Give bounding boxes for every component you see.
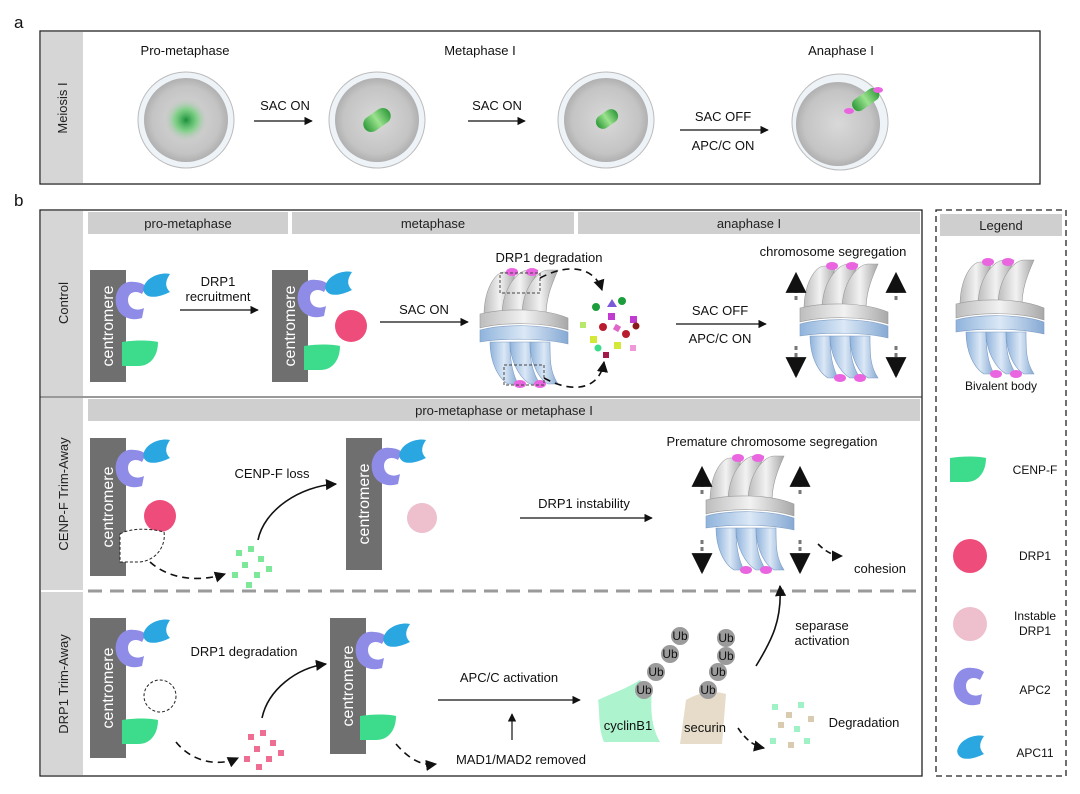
cenpf-fragments (232, 546, 272, 588)
header-pro-metaphase-label: pro-metaphase (144, 216, 231, 231)
bivalent-segregating-control (785, 261, 907, 383)
svg-text:Ub: Ub (700, 683, 716, 697)
stage-metaphase-i: Metaphase I (444, 43, 516, 58)
panel-a-letter: a (14, 13, 24, 32)
legend-title: Legend (979, 218, 1022, 233)
control-sac-off: SAC OFF (692, 303, 748, 318)
drp1-fragments (244, 730, 284, 770)
legend-drp1-icon (953, 539, 987, 573)
legend-instable-line1: Instable (1014, 609, 1056, 623)
drp1-instability-label: DRP1 instability (538, 496, 630, 511)
legend-cenpf-label: CENP-F (1013, 463, 1058, 477)
control-drp1-degradation: DRP1 degradation (496, 250, 603, 265)
centromere-label: centromere (282, 285, 299, 366)
arrow-sac-off: SAC OFF (695, 109, 751, 124)
svg-text:Ub: Ub (710, 665, 726, 679)
degradation-label: Degradation (829, 715, 900, 730)
svg-text:Ub: Ub (648, 665, 664, 679)
legend-header (940, 214, 1062, 236)
row-drp1-label: DRP1 Trim-Away (56, 634, 71, 734)
header-anaphase-i (578, 212, 920, 234)
legend-instable-line2: DRP1 (1019, 624, 1051, 638)
arrow-apcc-on: APC/C ON (692, 138, 755, 153)
centromere-label: centromere (100, 647, 117, 728)
apcc-activation-label: APC/C activation (460, 670, 558, 685)
ub-chain-cyclin: Ub Ub Ub Ub (635, 627, 689, 699)
control-apcc-on: APC/C ON (689, 331, 752, 346)
cohesion-label: cohesion (854, 561, 906, 576)
drp1ta-degradation-label: DRP1 degradation (191, 644, 298, 659)
header-metaphase-label: metaphase (401, 216, 465, 231)
arrow-sac-on-1: SAC ON (260, 98, 310, 113)
drp1-recruitment-line1: DRP1 (201, 274, 236, 289)
degradation-fragments-2 (770, 702, 814, 748)
oocyte-pro-metaphase (137, 71, 235, 169)
header-pro-metaphase (88, 212, 288, 234)
securin-shape (680, 692, 726, 744)
header-metaphase (292, 212, 574, 234)
premature-segregation-label: Premature chromosome segregation (667, 434, 878, 449)
control-sac-on: SAC ON (399, 302, 449, 317)
legend-drp1-label: DRP1 (1019, 549, 1051, 563)
stage-pro-metaphase: Pro-metaphase (141, 43, 230, 58)
row-cenpf-bar (41, 398, 83, 590)
header-anaphase-label: anaphase I (717, 216, 781, 231)
panel-a-side-bar (41, 32, 83, 183)
centromere-label: centromere (340, 645, 357, 726)
oocyte-anaphase-i (791, 73, 889, 171)
row-control-bar (41, 211, 83, 396)
oocyte-metaphase-2 (557, 71, 655, 169)
legend-bivalent-label: Bivalent body (965, 379, 1037, 393)
cenpf-banner (88, 399, 920, 421)
legend-apc2-label: APC2 (1019, 683, 1051, 697)
centromere-label: centromere (356, 463, 373, 544)
centromere-label: centromere (100, 466, 117, 547)
legend-instable-drp1-icon (953, 607, 987, 641)
panel-b-frame (39, 209, 923, 777)
cyclinb1-label: cyclinB1 (604, 718, 652, 733)
svg-text:Ub: Ub (718, 631, 734, 645)
cenpf-banner-label: pro-metaphase or metaphase I (415, 403, 593, 418)
oocyte-metaphase-1 (328, 71, 426, 169)
separase-line1: separase (795, 618, 848, 633)
svg-text:Ub: Ub (672, 629, 688, 643)
drp1-circle (335, 310, 367, 342)
mad-removed-label: MAD1/MAD2 removed (456, 752, 586, 767)
securin-label: securin (684, 720, 726, 735)
svg-text:Ub: Ub (636, 683, 652, 697)
drp1-recruitment-line2: recruitment (185, 289, 250, 304)
panel-b-letter: b (14, 191, 23, 210)
row-control-label: Control (56, 282, 71, 324)
centromere-label: centromere (100, 285, 117, 366)
bivalent-premature (691, 453, 811, 575)
control-chromosome-segregation: chromosome segregation (760, 244, 907, 259)
cenpf-loss-label: CENP-F loss (234, 466, 310, 481)
arrow-sac-on-2: SAC ON (472, 98, 522, 113)
degradation-fragments (580, 297, 640, 358)
row-drp1-bar (41, 592, 83, 775)
svg-text:Ub: Ub (718, 649, 734, 663)
instable-drp1-circle (407, 503, 437, 533)
panel-a-side-label: Meiosis I (55, 82, 70, 133)
ub-chain-securin: Ub Ub Ub Ub (699, 629, 735, 699)
svg-text:Ub: Ub (662, 647, 678, 661)
stage-anaphase-i: Anaphase I (808, 43, 874, 58)
legend-apc11-label: APC11 (1016, 746, 1053, 760)
row-cenpf-label: CENP-F Trim-Away (56, 437, 71, 551)
separase-line2: activation (795, 633, 850, 648)
